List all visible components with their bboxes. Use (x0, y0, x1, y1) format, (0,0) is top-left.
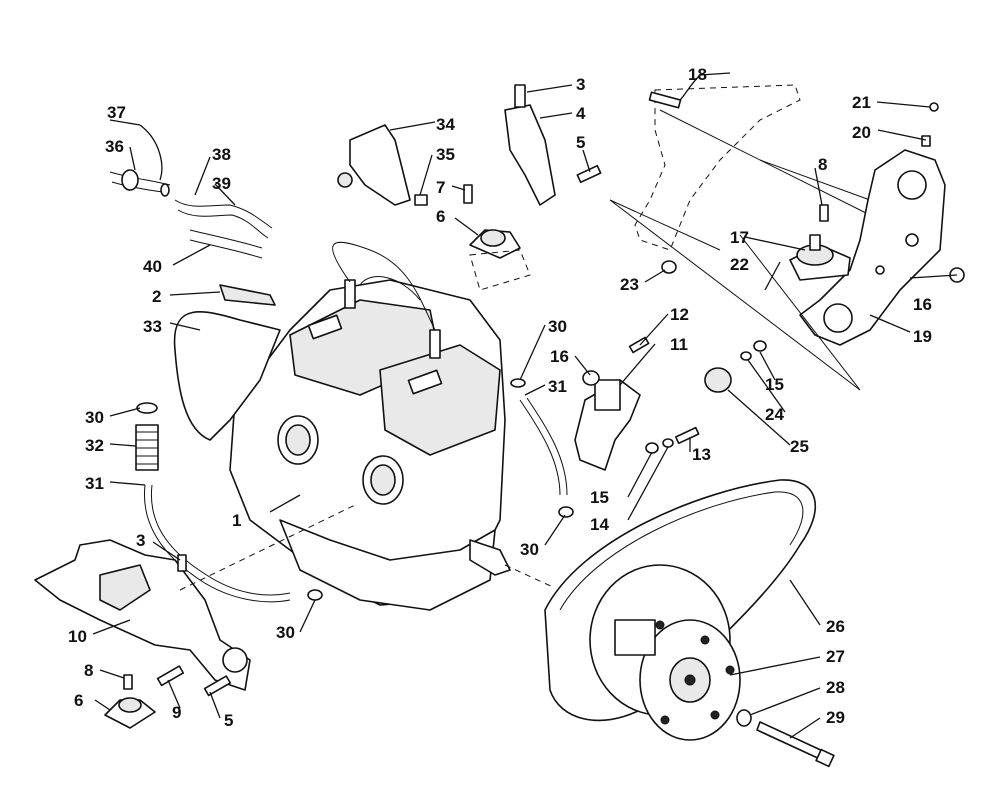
gasket-2 (219, 284, 276, 306)
nut-23 (661, 260, 677, 274)
callout-30: 30 (520, 540, 539, 559)
callout-8: 8 (818, 155, 827, 174)
callout-25: 25 (790, 437, 809, 456)
nut-16 (582, 267, 965, 386)
fuel-hoses (109, 169, 273, 259)
callout-9: 9 (172, 703, 181, 722)
callout-24: 24 (765, 405, 784, 424)
motor-mount-17 (789, 234, 851, 281)
motor-mount-6-lower (104, 674, 156, 729)
bolt-5-lower (203, 675, 232, 697)
callout-20: 20 (852, 123, 871, 142)
bolt-29 (756, 721, 835, 768)
callout-18: 18 (688, 65, 707, 84)
callout-40: 40 (143, 257, 162, 276)
callout-13: 13 (692, 445, 711, 464)
recoil-cover (173, 311, 281, 441)
callout-16: 16 (913, 295, 932, 314)
callout-32: 32 (85, 436, 104, 455)
knob-25 (704, 367, 732, 393)
hose-31-right (519, 397, 568, 496)
callout-15: 15 (765, 375, 784, 394)
bolt-12 (628, 336, 650, 354)
drive-clutch (589, 564, 741, 741)
plate-outline (609, 199, 861, 391)
callout-19: 19 (913, 327, 932, 346)
bolt-3-lower (177, 554, 187, 572)
callout-27: 27 (826, 647, 845, 666)
callout-22: 22 (730, 255, 749, 274)
callout-37: 37 (107, 103, 126, 122)
callout-39: 39 (212, 174, 231, 193)
callout-10: 10 (68, 627, 87, 646)
callout-16: 16 (550, 347, 569, 366)
callout-1: 1 (232, 511, 241, 530)
callout-5: 5 (576, 133, 585, 152)
callout-30: 30 (276, 623, 295, 642)
callout-38: 38 (212, 145, 231, 164)
exhaust-bracket-11 (574, 379, 641, 471)
callout-33: 33 (143, 317, 162, 336)
callout-3: 3 (136, 531, 145, 550)
callout-21: 21 (852, 93, 871, 112)
engine-block (229, 241, 556, 611)
engine-mount-plate (34, 504, 356, 691)
bolt-7 (463, 184, 473, 204)
bolt-5-upper (576, 164, 602, 184)
clamp-30 (307, 378, 574, 601)
washer-15-14 (645, 438, 674, 454)
callout-6: 6 (436, 207, 445, 226)
callout-labels: 1 2 3 4 5 7 6 33 37 36 38 39 40 34 35 30… (68, 65, 932, 730)
washer-28 (736, 709, 752, 727)
callout-36: 36 (105, 137, 124, 156)
callout-5: 5 (224, 711, 233, 730)
callout-3: 3 (576, 75, 585, 94)
callout-12: 12 (670, 305, 689, 324)
ignition-coil-bracket (337, 124, 428, 206)
callout-31: 31 (548, 377, 567, 396)
bolt-8-upper (819, 204, 829, 222)
washer-24-15 (740, 340, 767, 361)
engine-plate-bracket (799, 149, 946, 346)
callout-30: 30 (548, 317, 567, 336)
callout-15: 15 (590, 488, 609, 507)
callout-11: 11 (670, 335, 688, 354)
chaincase-plate (634, 84, 871, 251)
spring-32 (135, 402, 159, 471)
callout-7: 7 (436, 178, 445, 197)
callout-17: 17 (730, 228, 749, 247)
bolt-9 (156, 665, 185, 687)
leader-lines (92, 72, 958, 739)
callout-4: 4 (576, 104, 586, 123)
bolt-18 (648, 91, 682, 109)
callout-2: 2 (152, 287, 161, 306)
callout-8: 8 (84, 661, 93, 680)
callout-6: 6 (74, 691, 83, 710)
callout-29: 29 (826, 708, 845, 727)
callout-31: 31 (85, 474, 104, 493)
upper-mount-bracket (469, 84, 556, 291)
callout-28: 28 (826, 678, 845, 697)
callout-14: 14 (590, 515, 609, 534)
callout-34: 34 (436, 115, 455, 134)
callout-30: 30 (85, 408, 104, 427)
callout-35: 35 (436, 145, 455, 164)
callout-23: 23 (620, 275, 639, 294)
bolt-13 (674, 426, 700, 445)
callout-26: 26 (826, 617, 845, 636)
